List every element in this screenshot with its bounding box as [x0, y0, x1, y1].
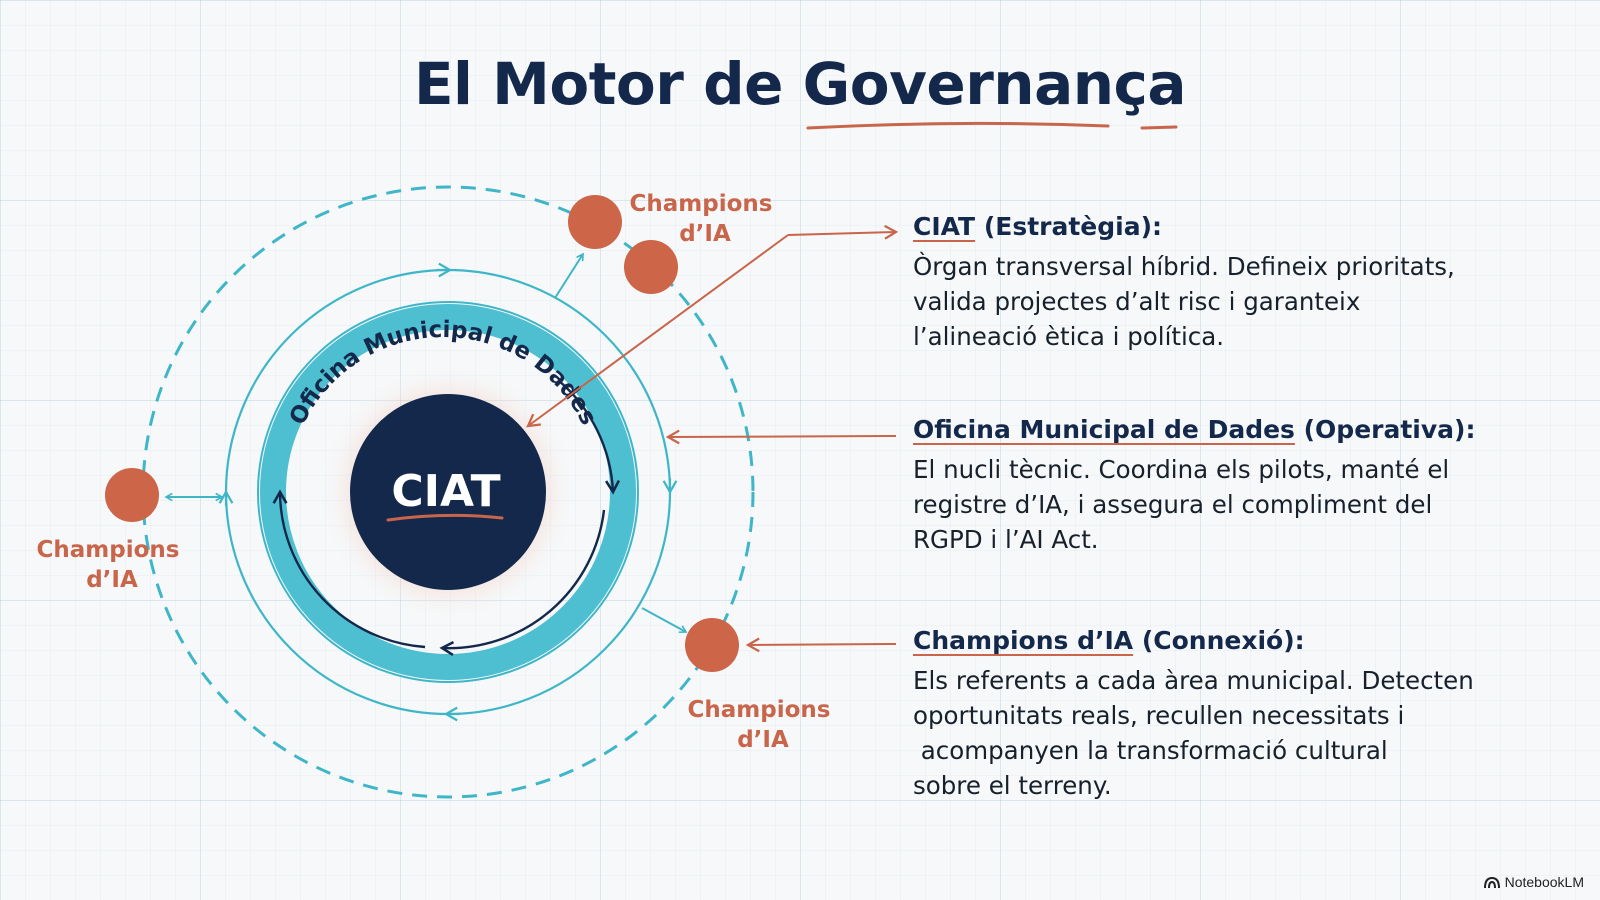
title-underline: [806, 121, 1110, 130]
legend-ciat-line: l’alineació ètica i política.: [913, 322, 1225, 351]
office-ring-edge: [257, 301, 639, 683]
champion-label-top: Champions d’IA: [630, 191, 781, 247]
legend-champions-heading-rest: (Connexió):: [1133, 626, 1305, 655]
legend-champions-line: sobre el terreny.: [913, 771, 1112, 800]
callout-arrow-champions: [745, 637, 897, 653]
legend-ciat-line: Òrgan transversal híbrid. Defineix prior…: [913, 252, 1455, 281]
legend-ciat-heading: CIAT (Estratègia):: [913, 212, 1553, 241]
page-title: El Motor de Governança: [413, 50, 1187, 118]
legend-champions-heading: Champions d’IA (Connexió):: [913, 626, 1553, 655]
legend-ciat: CIAT (Estratègia): Òrgan transversal híb…: [913, 212, 1553, 354]
legend-office: Oficina Municipal de Dades (Operativa): …: [913, 415, 1553, 557]
connector-arrow-bottom: [641, 607, 688, 633]
legend-champions-line: acompanyen la transformació cultural: [913, 736, 1388, 765]
legend-champions-heading-main: Champions d’IA: [913, 626, 1134, 655]
champion-node-bottom: [685, 618, 739, 672]
core-underline: [386, 513, 504, 522]
legend-office-heading-rest: (Operativa):: [1294, 415, 1476, 444]
title-underline-tail: [1140, 125, 1178, 130]
legend-champions-line: oportunitats reals, recullen necessitats…: [913, 701, 1405, 730]
core-label: CIAT: [391, 466, 500, 517]
connector-arrow-top: [554, 252, 584, 299]
notebooklm-logo-icon: [1483, 876, 1500, 888]
legend-ciat-text: Òrgan transversal híbrid. Defineix prior…: [913, 249, 1553, 354]
callout-arrow-ciat: [526, 234, 789, 428]
legend-champions: Champions d’IA (Connexió): Els referents…: [913, 626, 1553, 803]
legend-champions-text: Els referents a cada àrea municipal. Det…: [913, 663, 1553, 803]
cycle-arc-right: [557, 379, 621, 495]
legend-ciat-heading-rest: (Estratègia):: [975, 212, 1163, 241]
legend-office-heading: Oficina Municipal de Dades (Operativa):: [913, 415, 1553, 444]
brand-label: NotebookLM: [1504, 874, 1584, 890]
champion-node-top-1: [568, 195, 622, 249]
callout-arrow-office: [665, 429, 897, 445]
legend-champions-line: Els referents a cada àrea municipal. Det…: [913, 666, 1474, 695]
legend-office-line: RGPD i l’AI Act.: [913, 525, 1099, 554]
legend-office-line: registre d’IA, i assegura el compliment …: [913, 490, 1433, 519]
brand-watermark: NotebookLM: [1483, 874, 1584, 890]
champion-label-left: Champions d’IA: [37, 537, 188, 593]
callout-arrow-ciat-outward: [787, 224, 899, 240]
cycle-arc-bottom: [439, 509, 606, 656]
core-circle: [350, 394, 546, 590]
champion-node-left: [105, 468, 159, 522]
champion-node-top-2: [624, 240, 678, 294]
champion-label-bottom: Champions d’IA: [688, 697, 839, 753]
legend-office-line: El nucli tècnic. Coordina els pilots, ma…: [913, 455, 1450, 484]
cycle-arc-left: [272, 489, 426, 649]
legend-office-heading-main: Oficina Municipal de Dades: [913, 415, 1295, 444]
legend-office-text: El nucli tècnic. Coordina els pilots, ma…: [913, 452, 1553, 557]
legend-ciat-heading-main: CIAT: [913, 212, 976, 241]
legend-ciat-line: valida projectes d’alt risc i garanteix: [913, 287, 1361, 316]
